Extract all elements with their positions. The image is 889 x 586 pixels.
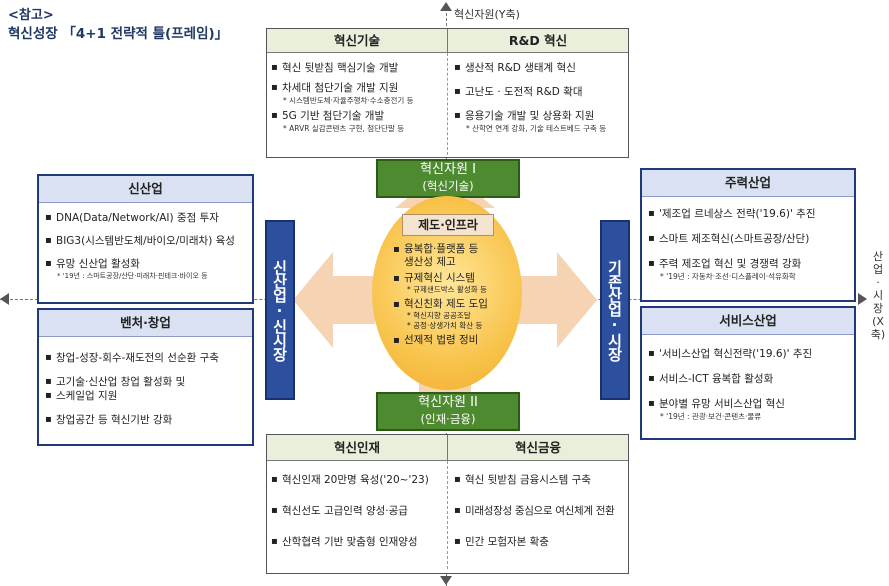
list-item: '서비스산업 혁신전략('19.6)' 추진 bbox=[648, 347, 854, 361]
list-item-cont: 생산성 제고 bbox=[404, 256, 456, 268]
venture-title: 벤처·창업 bbox=[39, 310, 252, 337]
list-item: 혁신 뒷받침 핵심기술 개발 bbox=[271, 61, 447, 75]
list-item: 차세대 첨단기술 개발 지원 bbox=[271, 81, 447, 95]
service-industry-panel: 서비스산업 '서비스산업 혁신전략('19.6)' 추진 서비스-ICT 융복합… bbox=[640, 306, 856, 440]
page-title: 혁신성장 「4+1 전략적 틀(프레임)」 bbox=[8, 26, 229, 42]
list-item-cont: 스케일업 지원 bbox=[45, 389, 252, 403]
list-item: BIG3(시스템반도체/바이오/미래차) 육성 bbox=[45, 234, 252, 248]
list-item: '제조업 르네상스 전략('19.6)' 추진 bbox=[648, 207, 854, 221]
innovation-finance-list: 혁신 뒷받침 금융시스템 구축 미래성장성 중심으로 여신체계 전환 민간 모험… bbox=[448, 461, 628, 569]
list-subitem: * 산학연 연계 강화, 기술 테스트베드 구축 등 bbox=[466, 124, 607, 133]
new-industry-market-bar: 신산업·신시장 bbox=[265, 220, 295, 400]
institution-list: 융복합·플랫폼 등 생산성 제고 규제혁신 시스템 * 규제샌드박스 활성화 등… bbox=[393, 240, 518, 347]
resource-two-box: 혁신자원 II (인재·금융) bbox=[376, 392, 520, 431]
list-item: 유망 신산업 활성화 bbox=[45, 257, 252, 271]
rnd-innovation-list: 생산적 R&D 생태계 혁신 고난도 · 도전적 R&D 확대 응용기술 개발 … bbox=[448, 53, 628, 155]
main-industry-title: 주력산업 bbox=[642, 170, 854, 197]
x-axis-arrow-right-icon bbox=[858, 293, 867, 305]
list-item: 산학협력 기반 맞춤형 인재양성 bbox=[271, 535, 447, 549]
resource-one-title: 혁신자원 I bbox=[420, 162, 476, 177]
list-subitem: * '19년 : 관광·보건·콘텐츠·물류 bbox=[660, 412, 762, 421]
innovation-talent-title: 혁신인재 bbox=[267, 435, 448, 461]
list-item: 선제적 법령 정비 bbox=[393, 334, 518, 347]
list-subitem: * '19년 : 자동차·조선·디스플레이·석유화학 bbox=[660, 272, 796, 281]
institution-title: 제도·인프라 bbox=[402, 214, 494, 236]
innovation-tech-list: 혁신 뒷받침 핵심기술 개발 차세대 첨단기술 개발 지원 * 시스템반도체·자… bbox=[267, 53, 448, 155]
new-industry-title: 신산업 bbox=[39, 176, 252, 203]
reference-label: <참고> bbox=[8, 8, 54, 23]
list-item: 민간 모험자본 확충 bbox=[454, 535, 628, 549]
list-subitem: * 규제샌드박스 활성화 등 bbox=[407, 285, 487, 294]
list-subitem: * 공정·상생가치 확산 등 bbox=[407, 321, 483, 330]
list-item: 스마트 제조혁신(스마트공장/산단) bbox=[648, 232, 854, 246]
bottom-panel: 혁신인재 혁신금융 혁신인재 20만명 육성('20~'23) 혁신선도 고급인… bbox=[266, 434, 629, 574]
innovation-finance-title: 혁신금융 bbox=[448, 435, 628, 461]
list-item: DNA(Data/Network/AI) 중점 투자 bbox=[45, 211, 252, 225]
list-item: 혁신인재 20만명 육성('20~'23) bbox=[271, 473, 447, 487]
venture-panel: 벤처·창업 창업-성장-회수-재도전의 선순환 구축 고기술·신산업 창업 활성… bbox=[37, 308, 254, 446]
new-industry-panel: 신산업 DNA(Data/Network/AI) 중점 투자 BIG3(시스템반… bbox=[37, 174, 254, 304]
existing-industry-market-bar: 기존산업·시장 bbox=[600, 220, 630, 400]
list-item: 분야별 유망 서비스산업 혁신 bbox=[648, 397, 854, 411]
list-item: 규제혁신 시스템 bbox=[393, 272, 518, 285]
x-axis-label: 산업 · 시장 (X 축) bbox=[870, 250, 886, 341]
innovation-tech-title: 혁신기술 bbox=[267, 29, 448, 53]
list-item: 서비스-ICT 융복합 활성화 bbox=[648, 372, 854, 386]
list-item: 고기술·신산업 창업 활성화 및 bbox=[45, 375, 252, 389]
list-item: 창업-성장-회수-재도전의 선순환 구축 bbox=[45, 351, 252, 365]
list-item: 융복합·플랫폼 등 bbox=[393, 243, 518, 256]
list-item: 생산적 R&D 생태계 혁신 bbox=[454, 61, 628, 75]
top-panel: 혁신기술 R&D 혁신 혁신 뒷받침 핵심기술 개발 차세대 첨단기술 개발 지… bbox=[266, 28, 629, 158]
list-subitem: * 혁신지향 공공조달 bbox=[407, 311, 471, 320]
resource-two-title: 혁신자원 II bbox=[418, 395, 478, 410]
main-industry-panel: 주력산업 '제조업 르네상스 전략('19.6)' 추진 스마트 제조혁신(스마… bbox=[640, 168, 856, 302]
list-item: 혁신선도 고급인력 양성·공급 bbox=[271, 504, 447, 518]
arrow-right-shape bbox=[515, 252, 597, 348]
list-item: 주력 제조업 혁신 및 경쟁력 강화 bbox=[648, 257, 854, 271]
x-axis-arrow-left-icon bbox=[0, 293, 9, 305]
resource-one-box: 혁신자원 I (혁신기술) bbox=[376, 159, 520, 198]
list-item: 창업공간 등 혁신기반 강화 bbox=[45, 413, 252, 427]
y-axis-label: 혁신자원(Y축) bbox=[454, 8, 520, 21]
list-subitem: * ARVR 실감콘텐츠 구현, 첨단단말 등 bbox=[283, 124, 405, 133]
arrow-left-shape bbox=[293, 252, 375, 348]
list-item: 미래성장성 중심으로 여신체계 전환 bbox=[454, 504, 628, 518]
list-item: 응용기술 개발 및 상용화 지원 bbox=[454, 109, 628, 123]
list-item: 고난도 · 도전적 R&D 확대 bbox=[454, 85, 628, 99]
service-industry-title: 서비스산업 bbox=[642, 308, 854, 335]
list-subitem: * 시스템반도체·자율주행차·수소충전기 등 bbox=[283, 96, 414, 105]
resource-one-subtitle: (혁신기술) bbox=[422, 179, 474, 193]
y-axis-arrow-down-icon bbox=[440, 576, 452, 585]
list-item: 5G 기반 첨단기술 개발 bbox=[271, 109, 447, 123]
list-subitem: * '19년 : 스마트공장/산단·미래차·핀테크·바이오 등 bbox=[57, 272, 208, 280]
list-item: 혁신 뒷받침 금융시스템 구축 bbox=[454, 473, 628, 487]
innovation-talent-list: 혁신인재 20만명 육성('20~'23) 혁신선도 고급인력 양성·공급 산학… bbox=[267, 461, 448, 569]
y-axis-arrow-up-icon bbox=[440, 2, 452, 11]
rnd-innovation-title: R&D 혁신 bbox=[448, 29, 628, 53]
list-item: 혁신친화 제도 도입 bbox=[393, 298, 518, 311]
resource-two-subtitle: (인재·금융) bbox=[420, 412, 476, 426]
